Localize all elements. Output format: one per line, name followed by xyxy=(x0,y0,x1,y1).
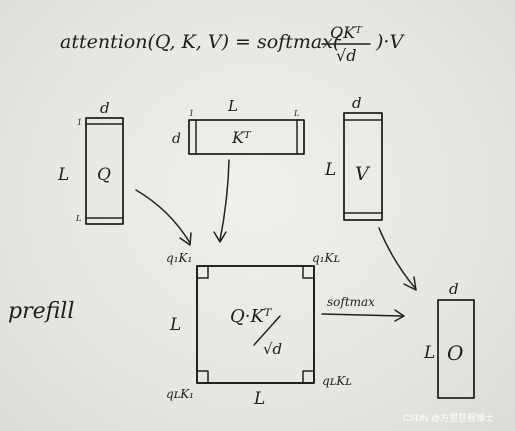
score-corner-tr-label: q₁Kʟ xyxy=(312,251,340,265)
arrow-v-to-o-line xyxy=(378,227,416,289)
arrow-kt-head xyxy=(213,231,227,243)
arrow-v-to-o-head xyxy=(403,276,417,291)
score-corner-tr-mark xyxy=(302,265,315,279)
arrow-q-head xyxy=(179,232,192,246)
arrow-q-to-score xyxy=(135,189,191,244)
matrix-v-name: V xyxy=(355,163,371,185)
formula-rhs: )·V xyxy=(375,31,405,53)
arrows-to-score xyxy=(135,159,230,246)
score-corner-bl-label: qʟK₁ xyxy=(166,387,194,401)
formula-numerator: QKᵀ xyxy=(330,23,363,42)
matrix-q-bottom-mark: L xyxy=(75,214,81,223)
score-corner-br-label: qʟKʟ xyxy=(322,374,352,388)
score-corner-bl-mark xyxy=(196,370,209,384)
matrix-v-box xyxy=(343,112,383,221)
softmax-arrow-label: softmax xyxy=(327,295,375,309)
matrix-q-name: Q xyxy=(97,165,111,185)
matrix-o-height-label: L xyxy=(423,343,435,363)
formula: attention(Q, K, V) = softmax( QKᵀ √d )·V xyxy=(60,23,405,65)
score-corner-tl-mark xyxy=(196,265,209,279)
matrix-kt-left-mark: 1 xyxy=(189,109,194,118)
score-matrix-numerator: Q·Kᵀ xyxy=(230,306,273,327)
matrix-v-width-label: d xyxy=(352,94,362,112)
matrix-o-width-label: d xyxy=(449,280,459,298)
matrix-v-height-label: L xyxy=(324,160,336,180)
matrix-o-box xyxy=(437,299,475,399)
score-corner-br-mark xyxy=(302,370,315,384)
softmax-arrow-head xyxy=(394,309,405,322)
matrix-kt-width-label: L xyxy=(227,97,238,115)
arrow-v-to-o xyxy=(378,227,417,291)
score-corner-tl-label: q₁K₁ xyxy=(166,251,192,265)
matrix-q-top-mark: 1 xyxy=(77,118,82,127)
matrix-o: d L O xyxy=(423,280,475,399)
prefill-label: prefill xyxy=(8,299,74,324)
matrix-kt: L d Kᵀ 1 L xyxy=(172,97,305,155)
score-matrix-box xyxy=(196,265,315,384)
csdn-watermark: CSDN @方里狂程博士 xyxy=(403,412,494,423)
matrix-o-name: O xyxy=(447,341,463,365)
score-matrix-denominator: √d xyxy=(263,340,282,358)
matrix-kt-box xyxy=(188,119,305,155)
matrix-kt-right-mark: L xyxy=(293,109,299,118)
score-matrix-slash xyxy=(253,315,281,346)
softmax-arrow: softmax xyxy=(321,295,405,322)
matrix-q-width-label: d xyxy=(100,99,110,117)
matrix-q-height-label: L xyxy=(57,165,69,185)
score-matrix: Q·Kᵀ √d L L q₁K₁ q₁Kʟ qʟK₁ qʟKʟ xyxy=(166,251,352,409)
matrix-v: d L V xyxy=(324,94,383,221)
matrix-q-box xyxy=(85,117,124,225)
score-matrix-side-label: L xyxy=(169,315,181,335)
formula-denominator: √d xyxy=(336,46,356,65)
matrix-kt-name: Kᵀ xyxy=(231,128,252,147)
matrix-kt-height-label: d xyxy=(172,131,181,147)
arrow-kt-to-score xyxy=(219,159,230,241)
score-matrix-bottom-label: L xyxy=(253,389,265,409)
formula-lhs: attention(Q, K, V) = softmax( xyxy=(60,31,341,53)
softmax-arrow-line xyxy=(321,313,404,317)
matrix-q: d L Q 1 L xyxy=(57,99,124,225)
